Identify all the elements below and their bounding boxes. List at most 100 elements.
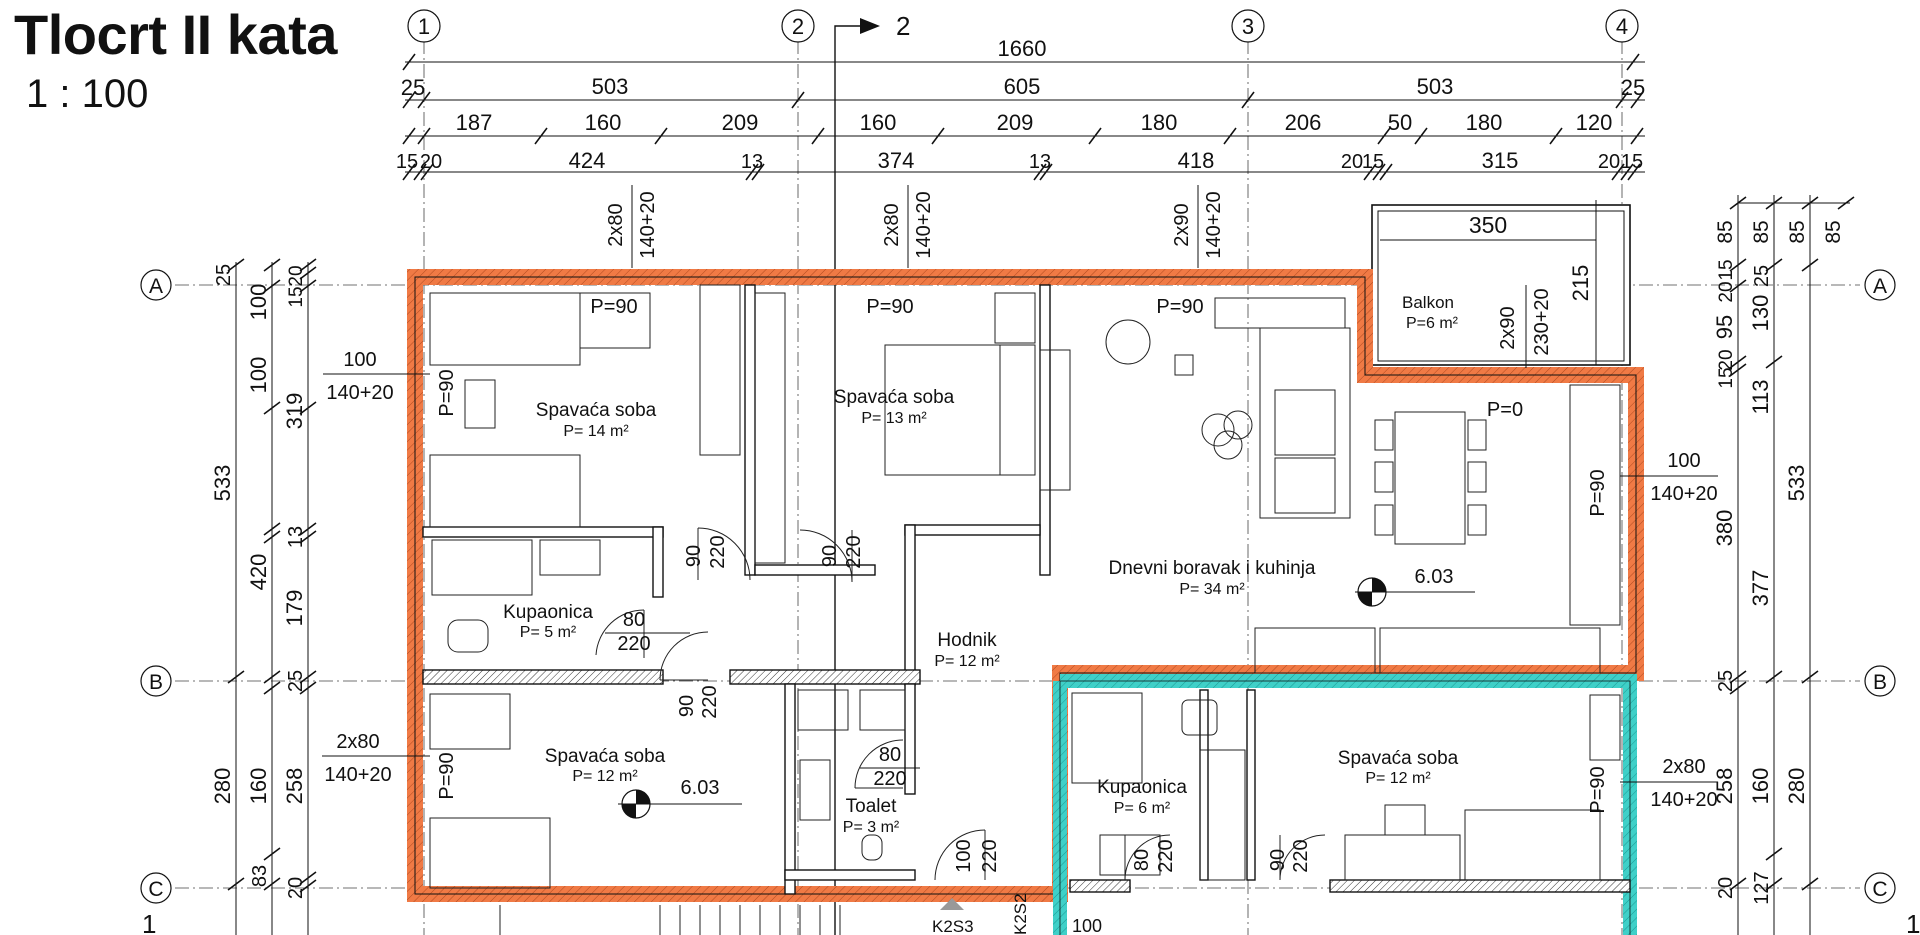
- svg-text:13: 13: [1029, 151, 1051, 173]
- svg-text:380: 380: [1712, 510, 1737, 547]
- svg-text:120: 120: [1576, 110, 1613, 135]
- svg-text:220: 220: [1155, 839, 1177, 872]
- svg-text:503: 503: [592, 74, 629, 99]
- axis-bubble-3: 3: [1231, 9, 1265, 43]
- svg-text:P=90: P=90: [1587, 766, 1609, 813]
- room-name: Balkon: [1402, 293, 1454, 312]
- left-dimension-values: 533 420 280 25 100 100 13 179 25 160 83 …: [210, 264, 307, 899]
- balcony-height: 215: [1568, 265, 1593, 302]
- svg-text:319: 319: [282, 393, 307, 430]
- level-value: 6.03: [1415, 566, 1454, 588]
- svg-text:220: 220: [873, 768, 906, 790]
- svg-text:80: 80: [879, 744, 901, 766]
- svg-text:418: 418: [1178, 148, 1215, 173]
- svg-text:209: 209: [997, 110, 1034, 135]
- svg-text:2x90: 2x90: [1497, 306, 1519, 349]
- svg-text:90: 90: [676, 695, 698, 717]
- svg-text:25: 25: [213, 264, 235, 286]
- svg-text:533: 533: [210, 465, 235, 502]
- apartment-outline-orange: [407, 269, 1644, 902]
- axis-label: 3: [1242, 14, 1254, 39]
- room-area: P= 12 m²: [934, 653, 1000, 670]
- svg-text:20: 20: [285, 877, 307, 899]
- svg-text:113: 113: [1748, 379, 1773, 414]
- svg-text:209: 209: [722, 110, 759, 135]
- svg-text:25: 25: [1621, 75, 1645, 100]
- svg-text:25: 25: [1751, 265, 1773, 287]
- svg-text:280: 280: [210, 768, 235, 805]
- svg-text:2x80: 2x80: [881, 203, 903, 246]
- svg-text:220: 220: [699, 685, 721, 718]
- furniture: [429, 284, 1621, 889]
- room-name: Toalet: [846, 796, 897, 817]
- axis-label: 2: [792, 14, 804, 39]
- level-mark: 6.03: [618, 777, 742, 819]
- svg-text:15: 15: [1621, 151, 1643, 173]
- svg-text:315: 315: [1482, 148, 1519, 173]
- svg-text:377: 377: [1748, 570, 1773, 607]
- edge-label-right: 1: [1906, 909, 1920, 935]
- room-area: P= 12 m²: [1365, 770, 1431, 787]
- axis-bubble-b-right: B: [1864, 665, 1896, 697]
- svg-text:P=0: P=0: [1487, 399, 1523, 421]
- svg-text:13: 13: [285, 526, 307, 548]
- plan-title: Tlocrt II kata: [14, 3, 337, 66]
- axis-bubble-c-left: C: [140, 872, 172, 904]
- stair-label: 100: [1072, 916, 1102, 935]
- door-swings: [595, 527, 1326, 881]
- room-name: Spavaća soba: [536, 400, 657, 421]
- svg-text:15: 15: [1716, 367, 1737, 388]
- svg-text:424: 424: [569, 148, 606, 173]
- sill-heights: P=90 P=90 P=90 P=90 P=0 P=90 P=90 P=90: [436, 296, 1609, 814]
- svg-text:15: 15: [396, 151, 418, 173]
- svg-text:2x80: 2x80: [1662, 756, 1705, 778]
- svg-text:140+20: 140+20: [326, 382, 393, 404]
- svg-text:220: 220: [707, 535, 729, 568]
- svg-text:P=90: P=90: [436, 752, 458, 799]
- svg-text:80: 80: [623, 609, 645, 631]
- svg-text:374: 374: [878, 148, 915, 173]
- svg-text:15: 15: [1716, 259, 1737, 280]
- axis-bubble-c-right: C: [1864, 872, 1896, 904]
- svg-text:A: A: [149, 275, 163, 298]
- room-area: P= 12 m²: [572, 768, 638, 785]
- svg-text:180: 180: [1466, 110, 1503, 135]
- svg-text:100: 100: [1667, 450, 1700, 472]
- svg-text:130: 130: [1748, 295, 1773, 332]
- room-name: Kupaonica: [503, 602, 593, 623]
- top-dimensions: [402, 53, 1645, 181]
- room-name: Spavaća soba: [1338, 748, 1459, 769]
- svg-text:160: 160: [585, 110, 622, 135]
- room-name: Dnevni boravak i kuhinja: [1108, 558, 1315, 579]
- svg-text:15: 15: [286, 286, 307, 307]
- axis-label: 4: [1616, 14, 1628, 39]
- svg-text:20: 20: [1341, 151, 1363, 173]
- room-area: P= 6 m²: [1114, 800, 1171, 817]
- top-dimension-values: 1660 25 503 605 503 25 187 160 209 160 2…: [396, 36, 1645, 173]
- svg-text:140+20: 140+20: [913, 191, 935, 258]
- svg-text:P=90: P=90: [590, 296, 637, 318]
- room-labels: Spavaća soba P= 14 m² Spavaća soba P= 13…: [503, 293, 1459, 836]
- svg-text:20: 20: [286, 265, 307, 286]
- svg-text:83: 83: [249, 865, 271, 887]
- svg-text:C: C: [148, 878, 163, 901]
- svg-text:20: 20: [420, 151, 442, 173]
- svg-text:220: 220: [617, 633, 650, 655]
- stairs: [499, 898, 964, 935]
- level-mark: 6.03: [1355, 566, 1475, 607]
- svg-text:13: 13: [741, 151, 763, 173]
- svg-text:140+20: 140+20: [324, 764, 391, 786]
- svg-text:100: 100: [246, 357, 271, 394]
- right-dimension-values: 85 85 85 85 533 280 15 25 130 113 377 25…: [1712, 220, 1845, 904]
- room-name: Kupaonica: [1097, 777, 1187, 798]
- svg-text:P=90: P=90: [1587, 469, 1609, 516]
- svg-text:420: 420: [246, 554, 271, 591]
- interior-walls: [422, 284, 1631, 895]
- plan-scale: 1 : 100: [26, 72, 149, 116]
- window-callouts: 2x80 140+20 2x80 140+20 2x90 140+20 2x90…: [322, 185, 1718, 811]
- svg-text:50: 50: [1388, 110, 1412, 135]
- svg-text:179: 179: [282, 590, 307, 627]
- apartment-outline-cyan: [1053, 674, 1637, 935]
- svg-text:160: 160: [860, 110, 897, 135]
